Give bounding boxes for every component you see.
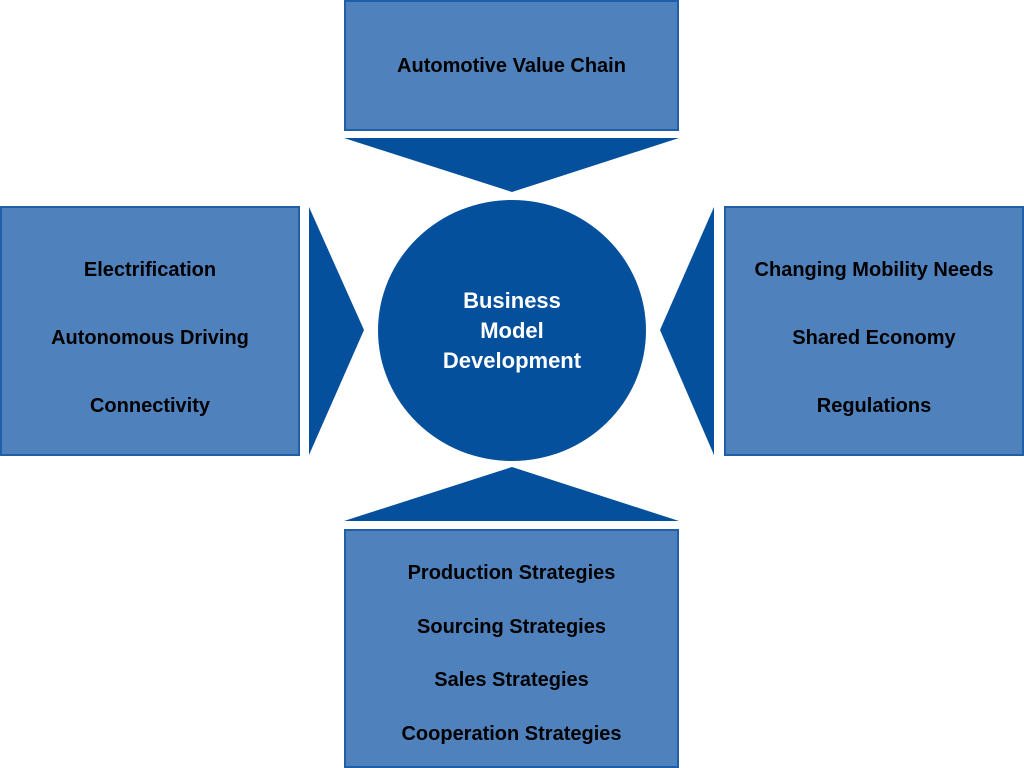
- sales-strategies-label: Sales Strategies: [434, 669, 589, 692]
- regulations-label: Regulations: [816, 395, 932, 417]
- electrification-label: Electrification: [83, 259, 217, 281]
- arrow-down-from-top: [344, 138, 679, 192]
- business-model-development-hub: Business Model Development: [378, 200, 646, 461]
- hub-line-2: Model: [480, 317, 544, 343]
- value-chain-label: Automotive Value Chain: [397, 54, 626, 77]
- hub-line-3: Development: [442, 347, 582, 373]
- production-strategies-label: Production Strategies: [407, 562, 616, 584]
- arrow-left-from-right: [660, 207, 714, 455]
- value-chain-box: Automotive Value Chain: [344, 0, 679, 131]
- market-trends-box: Changing Mobility Needs Shared Economy R…: [724, 206, 1024, 456]
- autonomous-driving-label: Autonomous Driving: [51, 327, 249, 349]
- technology-trends-box: Electrification Autonomous Driving Conne…: [0, 206, 300, 456]
- connectivity-label: Connectivity: [89, 395, 211, 417]
- sourcing-strategies-label: Sourcing Strategies: [417, 615, 606, 638]
- changing-mobility-needs-label: Changing Mobility Needs: [754, 259, 994, 281]
- hub-line-1: Business: [463, 287, 561, 313]
- cooperation-strategies-label: Cooperation Strategies: [401, 722, 622, 745]
- arrow-up-from-bottom: [344, 467, 679, 521]
- strategies-box: Production Strategies Sourcing Strategie…: [344, 529, 679, 768]
- shared-economy-label: Shared Economy: [792, 327, 956, 349]
- arrow-right-from-left: [309, 207, 364, 455]
